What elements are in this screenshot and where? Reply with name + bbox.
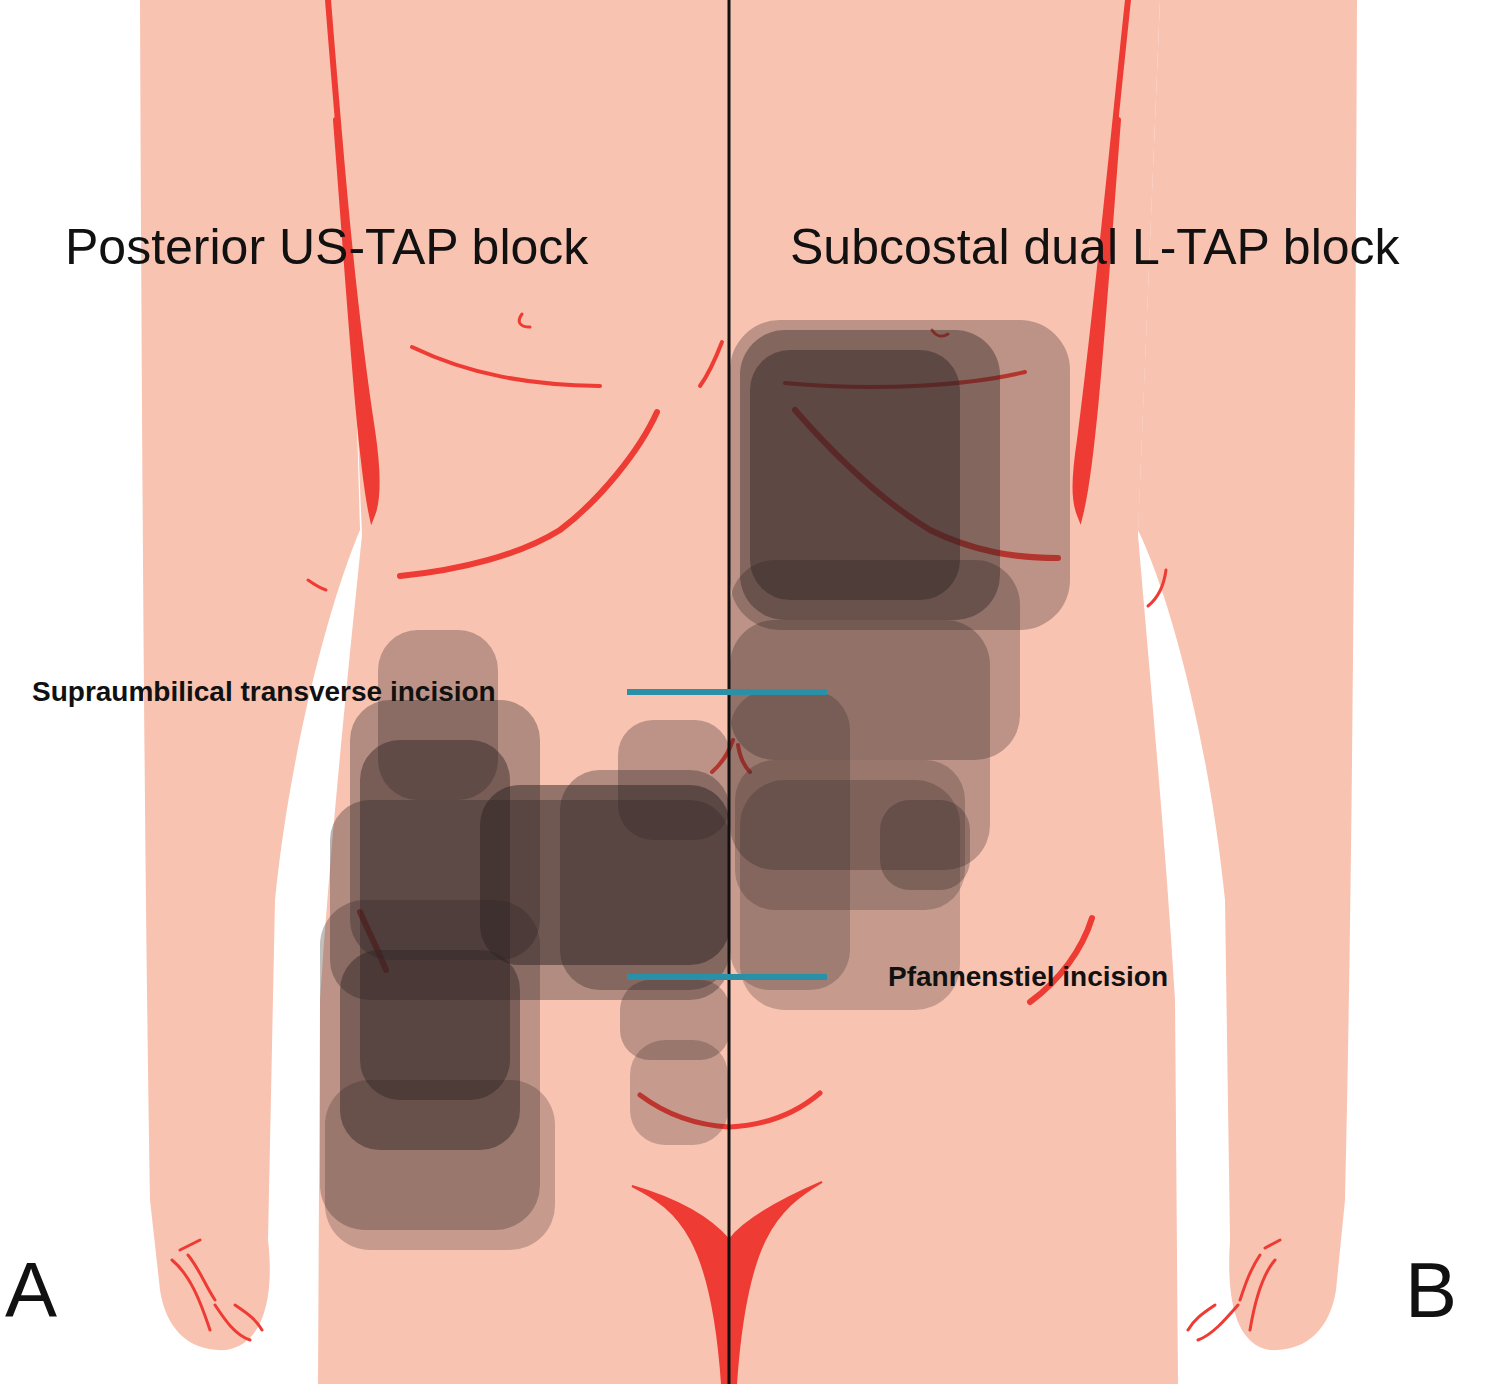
supraumbilical-incision-mark xyxy=(627,689,827,695)
right-arm xyxy=(1138,0,1357,1350)
sternal-notch xyxy=(700,342,722,386)
spread-patch xyxy=(730,690,850,990)
spread-patch xyxy=(618,720,730,840)
panel-letter: B xyxy=(1405,1251,1457,1329)
block-spread-a xyxy=(320,630,730,1250)
left-hand-lines xyxy=(172,1240,262,1340)
panel-heading: Subcostal dual L-TAP block xyxy=(790,222,1400,272)
groin xyxy=(632,1182,822,1384)
block-spread-b xyxy=(730,320,1070,1010)
panel-letter: A xyxy=(5,1251,57,1329)
spread-patch xyxy=(630,1040,728,1145)
spread-patch xyxy=(880,800,970,890)
incision-label: Pfannenstiel incision xyxy=(888,963,1168,991)
left-chest-line xyxy=(412,347,600,386)
panel-heading: Posterior US-TAP block xyxy=(65,222,588,272)
left-armpit-mark xyxy=(308,580,326,590)
right-hand-lines xyxy=(1188,1240,1280,1340)
left-costal-margin xyxy=(400,412,657,576)
spread-patch xyxy=(325,1080,555,1250)
left-nipple xyxy=(519,314,530,327)
right-armpit-mark xyxy=(1148,570,1166,606)
pfannenstiel-incision-mark xyxy=(627,974,827,980)
incision-label: Supraumbilical transverse incision xyxy=(32,678,496,706)
